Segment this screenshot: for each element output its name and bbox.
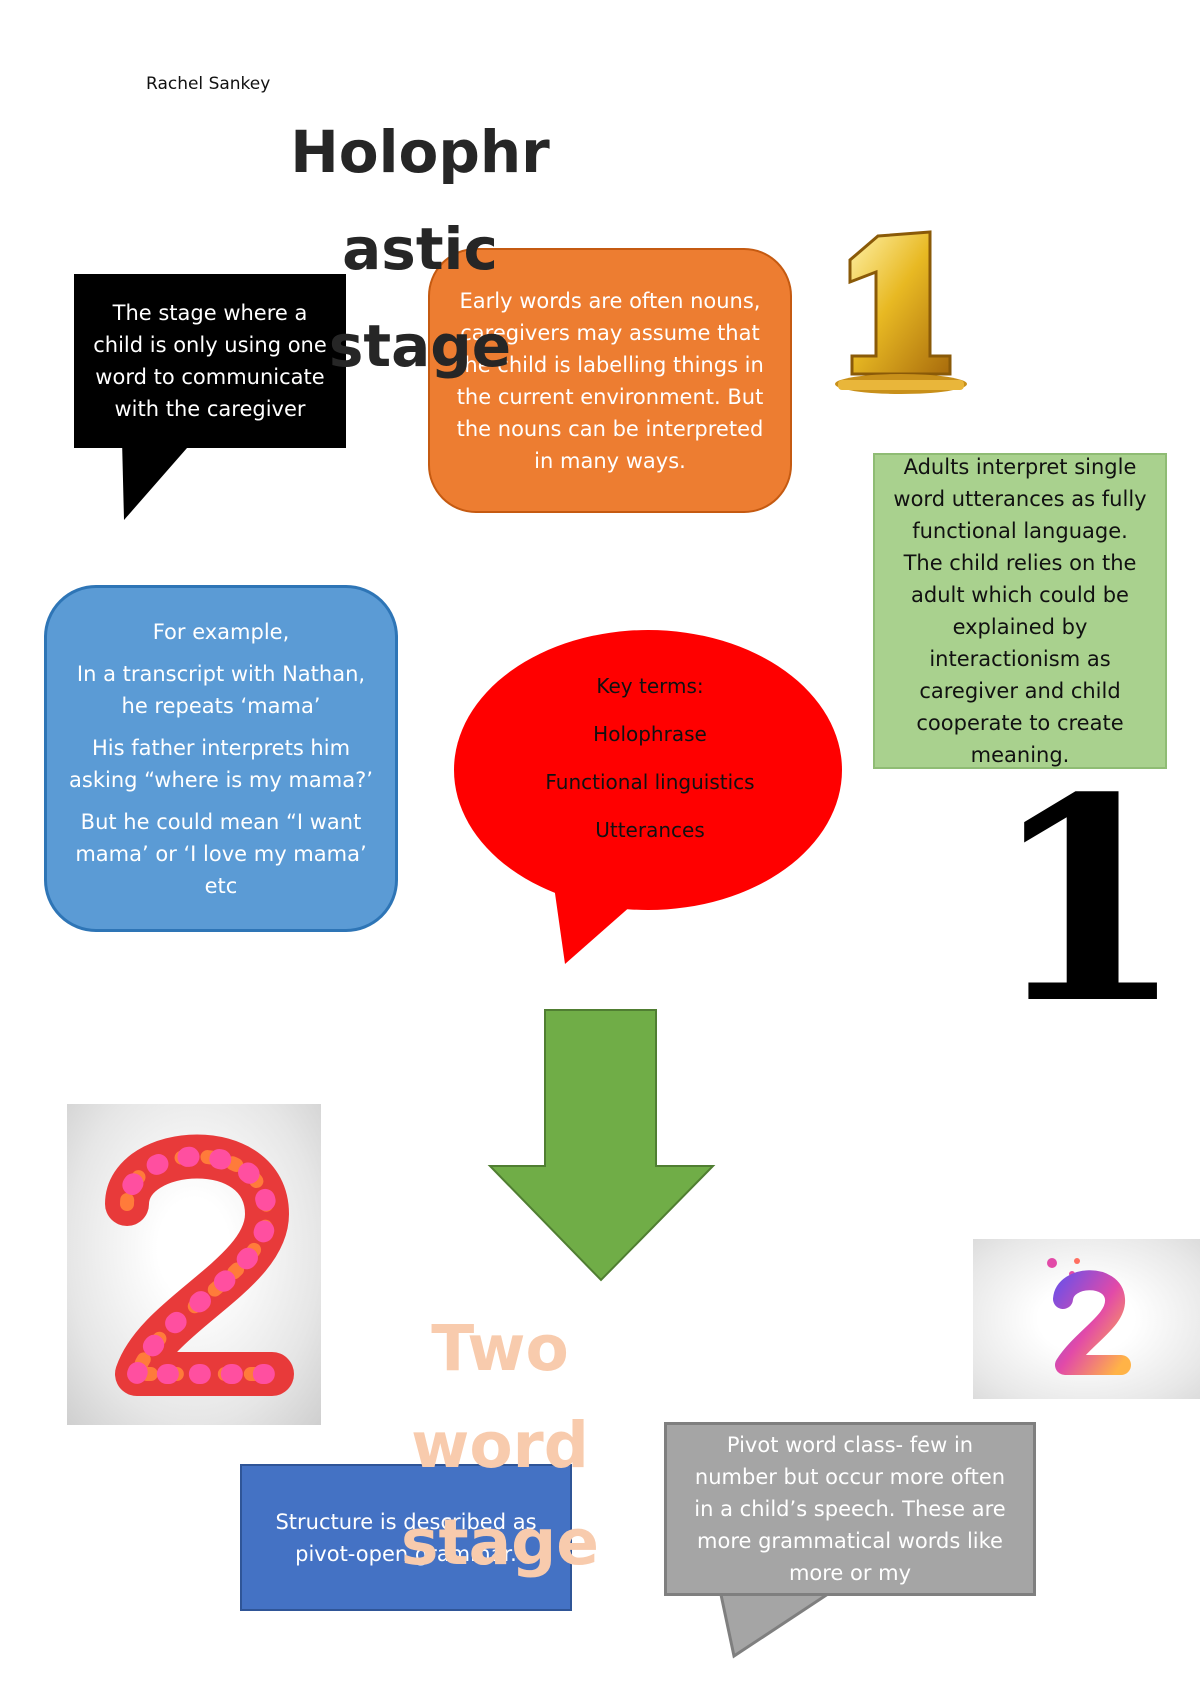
key-term-item: Holophrase — [593, 722, 707, 746]
page-title: Holophr astic stage — [290, 118, 550, 380]
definition-callout: The stage where a child is only using on… — [74, 274, 346, 448]
key-terms-bubble — [454, 630, 842, 964]
key-term-item: Functional linguistics — [545, 770, 755, 794]
down-arrow-icon — [487, 1009, 716, 1282]
grey-bubble-tail — [718, 1590, 834, 1659]
adults-text: Adults interpret single word utterances … — [893, 455, 1147, 767]
nouns-text: Early words are often nouns, caregivers … — [456, 288, 764, 473]
pivot-open-text: Structure is described as pivot-open gra… — [275, 1509, 537, 1566]
flower-number-two-image — [67, 1104, 321, 1425]
example-line-1: For example, — [152, 619, 290, 644]
adults-note: Adults interpret single word utterances … — [873, 453, 1167, 769]
key-terms-heading: Key terms: — [596, 674, 704, 698]
gold-number-one-icon — [835, 230, 967, 394]
pivot-class-callout: Pivot word class- few in number but occu… — [664, 1422, 1036, 1596]
example-line-2: In a transcript with Nathan, he repeats … — [76, 661, 366, 718]
pivot-class-text: Pivot word class- few in number but occu… — [694, 1433, 1006, 1585]
example-line-3: His father interprets him asking “where … — [69, 735, 373, 792]
example-line-4: But he could mean “I want mama’ or ‘I lo… — [75, 809, 367, 898]
nouns-note: Early words are often nouns, caregivers … — [428, 248, 792, 513]
pivot-open-note: Structure is described as pivot-open gra… — [240, 1464, 572, 1611]
definition-text: The stage where a child is only using on… — [93, 301, 327, 421]
author-name: Rachel Sankey — [146, 74, 271, 94]
gradient-number-two-icon — [973, 1239, 1200, 1399]
two-word-stage-title: Two word stage — [401, 1312, 599, 1579]
black-bubble-tail — [122, 440, 194, 520]
big-number-one: 1 — [990, 737, 1185, 1066]
key-terms: Key terms: Holophrase Functional linguis… — [500, 670, 800, 862]
example-note: For example, In a transcript with Nathan… — [44, 585, 398, 932]
key-term-item: Utterances — [595, 818, 705, 842]
